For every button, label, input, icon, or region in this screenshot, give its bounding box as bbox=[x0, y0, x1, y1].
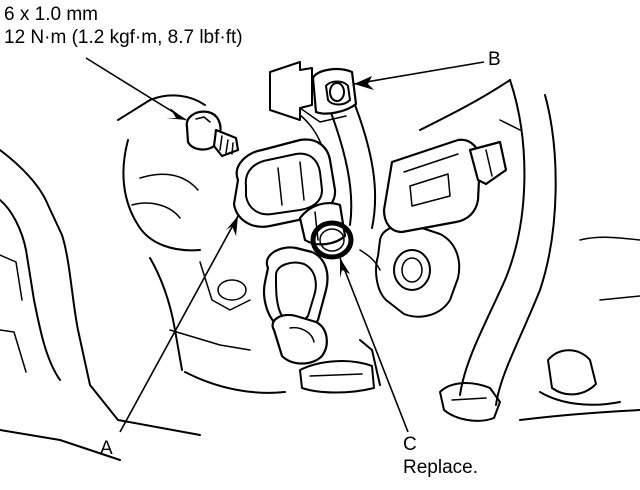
bolt-size-label: 6 x 1.0 mm bbox=[4, 4, 98, 25]
right-boss bbox=[359, 223, 461, 318]
leader-a bbox=[119, 215, 239, 433]
sensor-a-shape bbox=[232, 138, 347, 246]
bolt-torque-label: 12 N·m (1.2 kgf·m, 8.7 lbf·ft) bbox=[4, 27, 243, 48]
bottom-clamps bbox=[0, 236, 640, 461]
label-a: A bbox=[100, 438, 113, 459]
right-connector bbox=[382, 138, 508, 234]
bolt-shape bbox=[185, 110, 240, 158]
leader-b bbox=[353, 61, 485, 90]
o-ring-c-shape bbox=[310, 220, 354, 260]
bracket-b-shape bbox=[269, 61, 358, 123]
label-c: C bbox=[403, 434, 417, 455]
large-hose bbox=[419, 79, 557, 406]
leader-bolt bbox=[85, 57, 187, 121]
engine-block-outline bbox=[0, 94, 286, 436]
label-b: B bbox=[488, 49, 501, 70]
lower-fitting bbox=[262, 246, 329, 365]
leader-c bbox=[339, 257, 409, 433]
label-c-note: Replace. bbox=[403, 457, 478, 478]
